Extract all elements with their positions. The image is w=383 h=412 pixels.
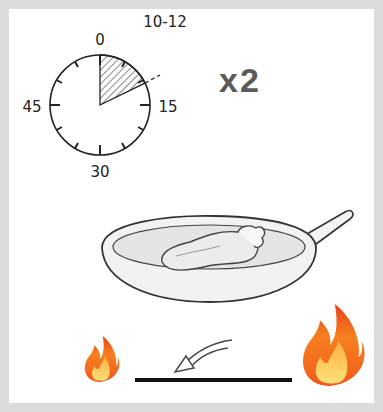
clock-tick <box>75 143 78 148</box>
clock-tick <box>57 127 62 130</box>
clock-mark: 30 <box>90 165 109 180</box>
clock-tick <box>138 80 143 83</box>
heat-scale-bar <box>135 378 292 382</box>
clock-tick <box>122 62 125 67</box>
frying-pan <box>102 216 316 302</box>
clock-symbol <box>50 55 160 155</box>
clock-tick <box>50 104 60 106</box>
clock-tick <box>122 143 125 148</box>
clock-tick <box>99 55 101 65</box>
clock-tick <box>57 80 62 83</box>
low-heat-flame <box>85 336 120 382</box>
clock-mark: 0 <box>95 33 105 48</box>
clock-mark: 45 <box>22 100 41 115</box>
clock-tick <box>99 145 101 155</box>
clock-tick <box>75 62 78 67</box>
high-heat-flame <box>303 304 365 386</box>
time-range: 10-12 <box>143 15 187 30</box>
panel <box>9 9 374 403</box>
repeat-count: x2 <box>219 63 261 97</box>
clock-mark: 15 <box>158 100 177 115</box>
clock-tick <box>138 127 143 130</box>
chicken-drumstick <box>162 226 265 270</box>
heat-arrow <box>175 340 232 372</box>
clock-tick <box>140 104 150 106</box>
